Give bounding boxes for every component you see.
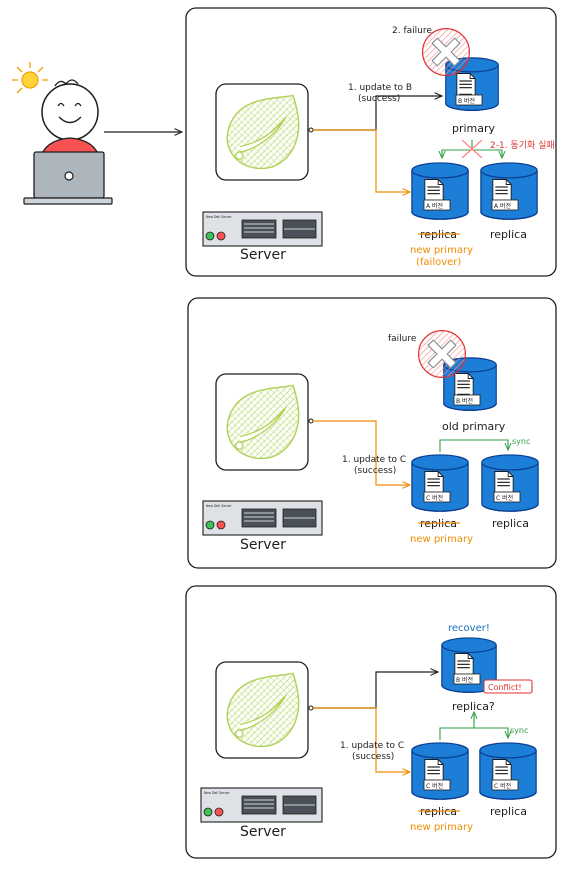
success-label: (success)	[352, 752, 394, 762]
sync-arrow	[439, 727, 508, 740]
replica2-label: replica	[490, 228, 527, 241]
sync-fail-x	[461, 139, 483, 159]
server-brand: New Dell Server	[206, 504, 232, 508]
sync-label: sync	[510, 726, 528, 735]
new-primary-label: new primary	[410, 822, 473, 833]
failure-label: failure	[388, 334, 417, 344]
stale-arrow	[313, 672, 438, 709]
update-arrow	[313, 420, 410, 485]
success-label: (success)	[354, 466, 396, 476]
replica2-label: replica	[492, 517, 529, 530]
update-arrow	[313, 707, 410, 772]
failover-arrow	[313, 129, 410, 192]
laptop-icon	[23, 151, 113, 205]
old-doc-label: B 버전	[456, 397, 473, 405]
person-icon	[39, 79, 101, 161]
panel-1: New Dell Server Server 1. update to B (s…	[185, 7, 557, 277]
sync-label: sync	[512, 437, 530, 446]
success-label: (success)	[358, 94, 400, 104]
update-label: 1. update to B	[348, 83, 412, 93]
server-label: Server	[240, 824, 286, 840]
sync-arrow	[439, 439, 508, 452]
sync-fail-label: 2-1. 동기화 실패	[490, 140, 555, 151]
panel-3: New Dell Server Server 1. update to C (s…	[185, 585, 557, 859]
new-primary-label: new primary	[410, 245, 473, 256]
primary-doc-label: B 버전	[458, 97, 475, 105]
recover-label: recover!	[448, 623, 490, 634]
new-primary-label: new primary	[410, 534, 473, 545]
conflict-badge	[483, 679, 533, 694]
panel-2: New Dell Server Server 1. update to C (s…	[187, 297, 557, 569]
replica2-doc-label: A 버전	[494, 202, 511, 210]
server-brand: New Dell Server	[204, 791, 230, 795]
primary-label: primary	[452, 122, 496, 135]
server-rack-icon: New Dell Server	[202, 211, 323, 247]
server-label: Server	[240, 537, 286, 553]
failure-label: 2. failure	[392, 26, 432, 36]
sync-arrow-left	[442, 140, 473, 158]
replica1-doc-label: C 버전	[426, 782, 443, 790]
server-rack-icon: New Dell Server	[202, 500, 323, 536]
panel-2-frame	[187, 297, 557, 569]
replica1-doc-label: C 버전	[426, 494, 443, 502]
replica2-label: replica	[490, 805, 527, 818]
update-label: 1. update to C	[340, 741, 404, 751]
server-brand: New Dell Server	[206, 215, 232, 219]
sun-icon	[12, 62, 48, 94]
conflict-label: Conflict!	[488, 683, 522, 692]
failure-x-icon	[417, 329, 467, 379]
server-rack-icon: New Dell Server	[200, 787, 323, 823]
panel-1-frame	[185, 7, 557, 277]
server-label: Server	[240, 247, 286, 263]
replica2-doc-label: C 버전	[496, 494, 513, 502]
failover-label: (failover)	[416, 257, 461, 268]
replica2-doc-label: C 버전	[494, 782, 511, 790]
sync-arrow-right	[472, 149, 502, 158]
replica1-doc-label: A 버전	[426, 202, 443, 210]
panel-3-frame	[185, 585, 557, 859]
update-label: 1. update to C	[342, 455, 406, 465]
recovered-doc-label: B 버전	[456, 676, 473, 684]
old-primary-label: old primary	[442, 420, 506, 433]
recovered-label: replica?	[452, 700, 495, 713]
